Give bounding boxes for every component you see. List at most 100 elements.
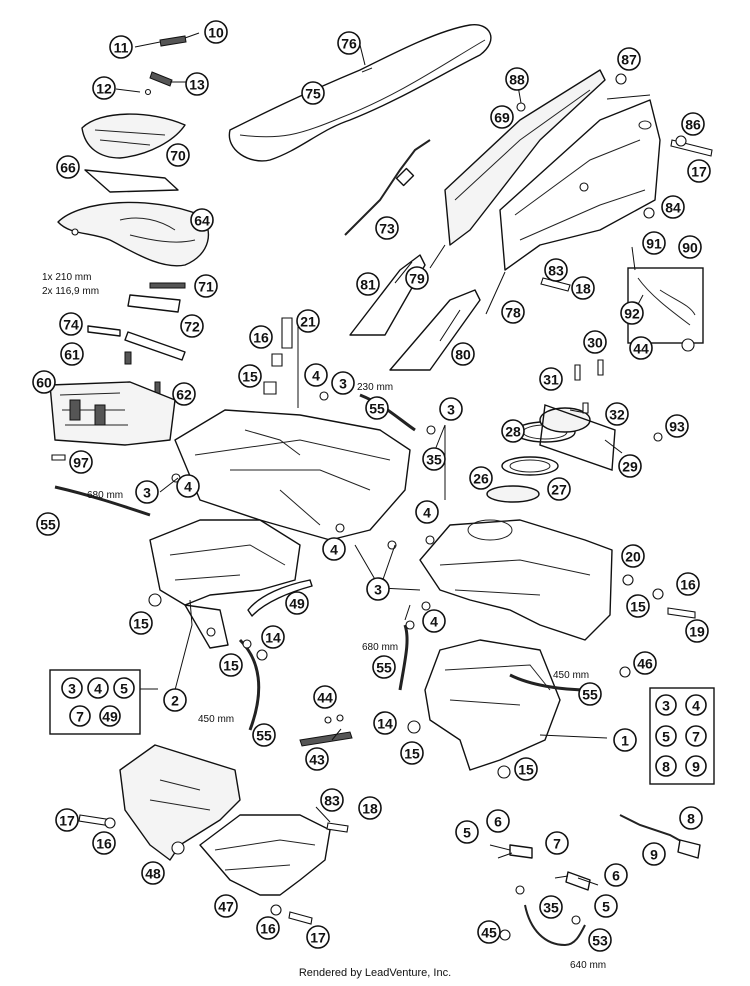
callout-c4c-label: 4 (423, 505, 431, 521)
callout-c46-circle (633, 651, 657, 675)
callout-c97: 97 (69, 450, 93, 474)
callout-c44b: 44 (313, 685, 337, 709)
callout-c5a: 5 (455, 820, 479, 844)
kit-left-item-1: 4 (87, 677, 109, 699)
callout-c15d-circle (219, 653, 243, 677)
callout-c19-label: 19 (689, 624, 705, 640)
callout-c3b-label: 3 (447, 402, 455, 418)
callout-c48: 48 (141, 861, 165, 885)
callout-c4e-label: 4 (430, 614, 438, 630)
callout-c26-label: 26 (473, 471, 489, 487)
callout-c53-circle (588, 928, 612, 952)
kit-right-item-4: 8 (655, 755, 677, 777)
callout-c46: 46 (633, 651, 657, 675)
callout-c55a-label: 55 (369, 401, 385, 417)
callout-c14b: 14 (373, 711, 397, 735)
callout-c3c-label: 3 (143, 485, 151, 501)
kit-left-item-2-circle (113, 677, 135, 699)
callout-c2: 2 (163, 688, 187, 712)
seat (228, 24, 492, 162)
tank-left-2 (149, 519, 301, 606)
kit-left-item-0: 3 (61, 677, 83, 699)
headlight-mask-64 (57, 201, 210, 267)
callout-c93-label: 93 (669, 419, 685, 435)
callout-c83a-circle (544, 258, 568, 282)
callout-c17a-label: 17 (691, 164, 707, 180)
callout-c31-label: 31 (543, 372, 559, 388)
callout-c29-label: 29 (622, 459, 638, 475)
callout-c80: 80 (451, 342, 475, 366)
callout-c15d: 15 (219, 653, 243, 677)
callout-c3c-circle (135, 480, 159, 504)
callout-c6b-label: 6 (612, 868, 620, 884)
callout-c71-circle (194, 274, 218, 298)
callout-c81-circle (356, 272, 380, 296)
hose-53 (524, 904, 586, 947)
callout-c44b-circle (313, 685, 337, 709)
callout-c15c-circle (129, 611, 153, 635)
callout-c6a: 6 (486, 809, 510, 833)
callout-c29: 29 (618, 454, 642, 478)
callout-c6a-circle (486, 809, 510, 833)
callout-c15e-circle (400, 741, 424, 765)
callout-c44a: 44 (629, 336, 653, 360)
callout-c61-label: 61 (64, 347, 80, 363)
callout-c2-label: 2 (171, 693, 179, 709)
callout-c83b: 83 (320, 788, 344, 812)
callout-c75: 75 (301, 81, 325, 105)
callout-c8: 8 (679, 806, 703, 830)
callout-c49a-label: 49 (289, 596, 305, 612)
callout-c10-circle (204, 20, 228, 44)
side-cover-69 (444, 69, 606, 246)
cable-73 (344, 139, 431, 236)
callout-c90-circle (678, 235, 702, 259)
callout-c11-label: 11 (114, 40, 129, 56)
callout-c91: 91 (642, 231, 666, 255)
callout-c16b: 16 (676, 572, 700, 596)
callout-c49a: 49 (285, 591, 309, 615)
callout-c4b: 4 (176, 474, 200, 498)
callout-c18b-label: 18 (362, 801, 378, 817)
callout-c62-circle (172, 382, 196, 406)
callout-c53-label: 53 (592, 933, 608, 949)
callout-c69-circle (490, 105, 514, 129)
hose-55-450-left (238, 638, 261, 731)
callout-c4d-circle (322, 537, 346, 561)
callout-c62: 62 (172, 382, 196, 406)
kit-left-item-0-label: 3 (68, 681, 76, 697)
callout-c15f-label: 15 (518, 762, 534, 778)
callout-c55c-label: 55 (376, 660, 392, 676)
callout-c55b-label: 55 (40, 517, 56, 533)
kit-left-item-3: 7 (69, 705, 91, 727)
callout-c28-label: 28 (505, 424, 521, 440)
callout-c16a-circle (249, 325, 273, 349)
callout-c30-label: 30 (587, 335, 603, 351)
callout-c21-label: 21 (300, 314, 316, 330)
callout-c14b-label: 14 (377, 716, 393, 732)
callout-c74-label: 74 (63, 317, 79, 333)
callout-c17c: 17 (306, 925, 330, 949)
battery-box-60 (49, 381, 176, 446)
callout-c86-circle (681, 112, 705, 136)
callout-c43: 43 (305, 747, 329, 771)
callout-c93: 93 (665, 414, 689, 438)
clip-part-13 (149, 71, 173, 87)
callout-c55c: 55 (372, 655, 396, 679)
callout-c35b-label: 35 (543, 900, 559, 916)
kit-left-item-0-circle (61, 677, 83, 699)
callout-c3d: 3 (366, 577, 390, 601)
callout-c61-circle (60, 342, 84, 366)
callout-c66-label: 66 (60, 160, 76, 176)
callout-c87: 87 (617, 47, 641, 71)
callout-c6b-circle (604, 863, 628, 887)
callout-c27-circle (547, 477, 571, 501)
callout-c32-circle (605, 402, 629, 426)
callout-c70: 70 (166, 143, 190, 167)
dim-640: 640 mm (570, 960, 606, 971)
callout-c78: 78 (501, 300, 525, 324)
callout-c4b-label: 4 (184, 479, 192, 495)
callout-c78-circle (501, 300, 525, 324)
cable-8 (619, 814, 689, 846)
callout-c55e-label: 55 (256, 728, 272, 744)
callout-c55b-circle (36, 512, 60, 536)
